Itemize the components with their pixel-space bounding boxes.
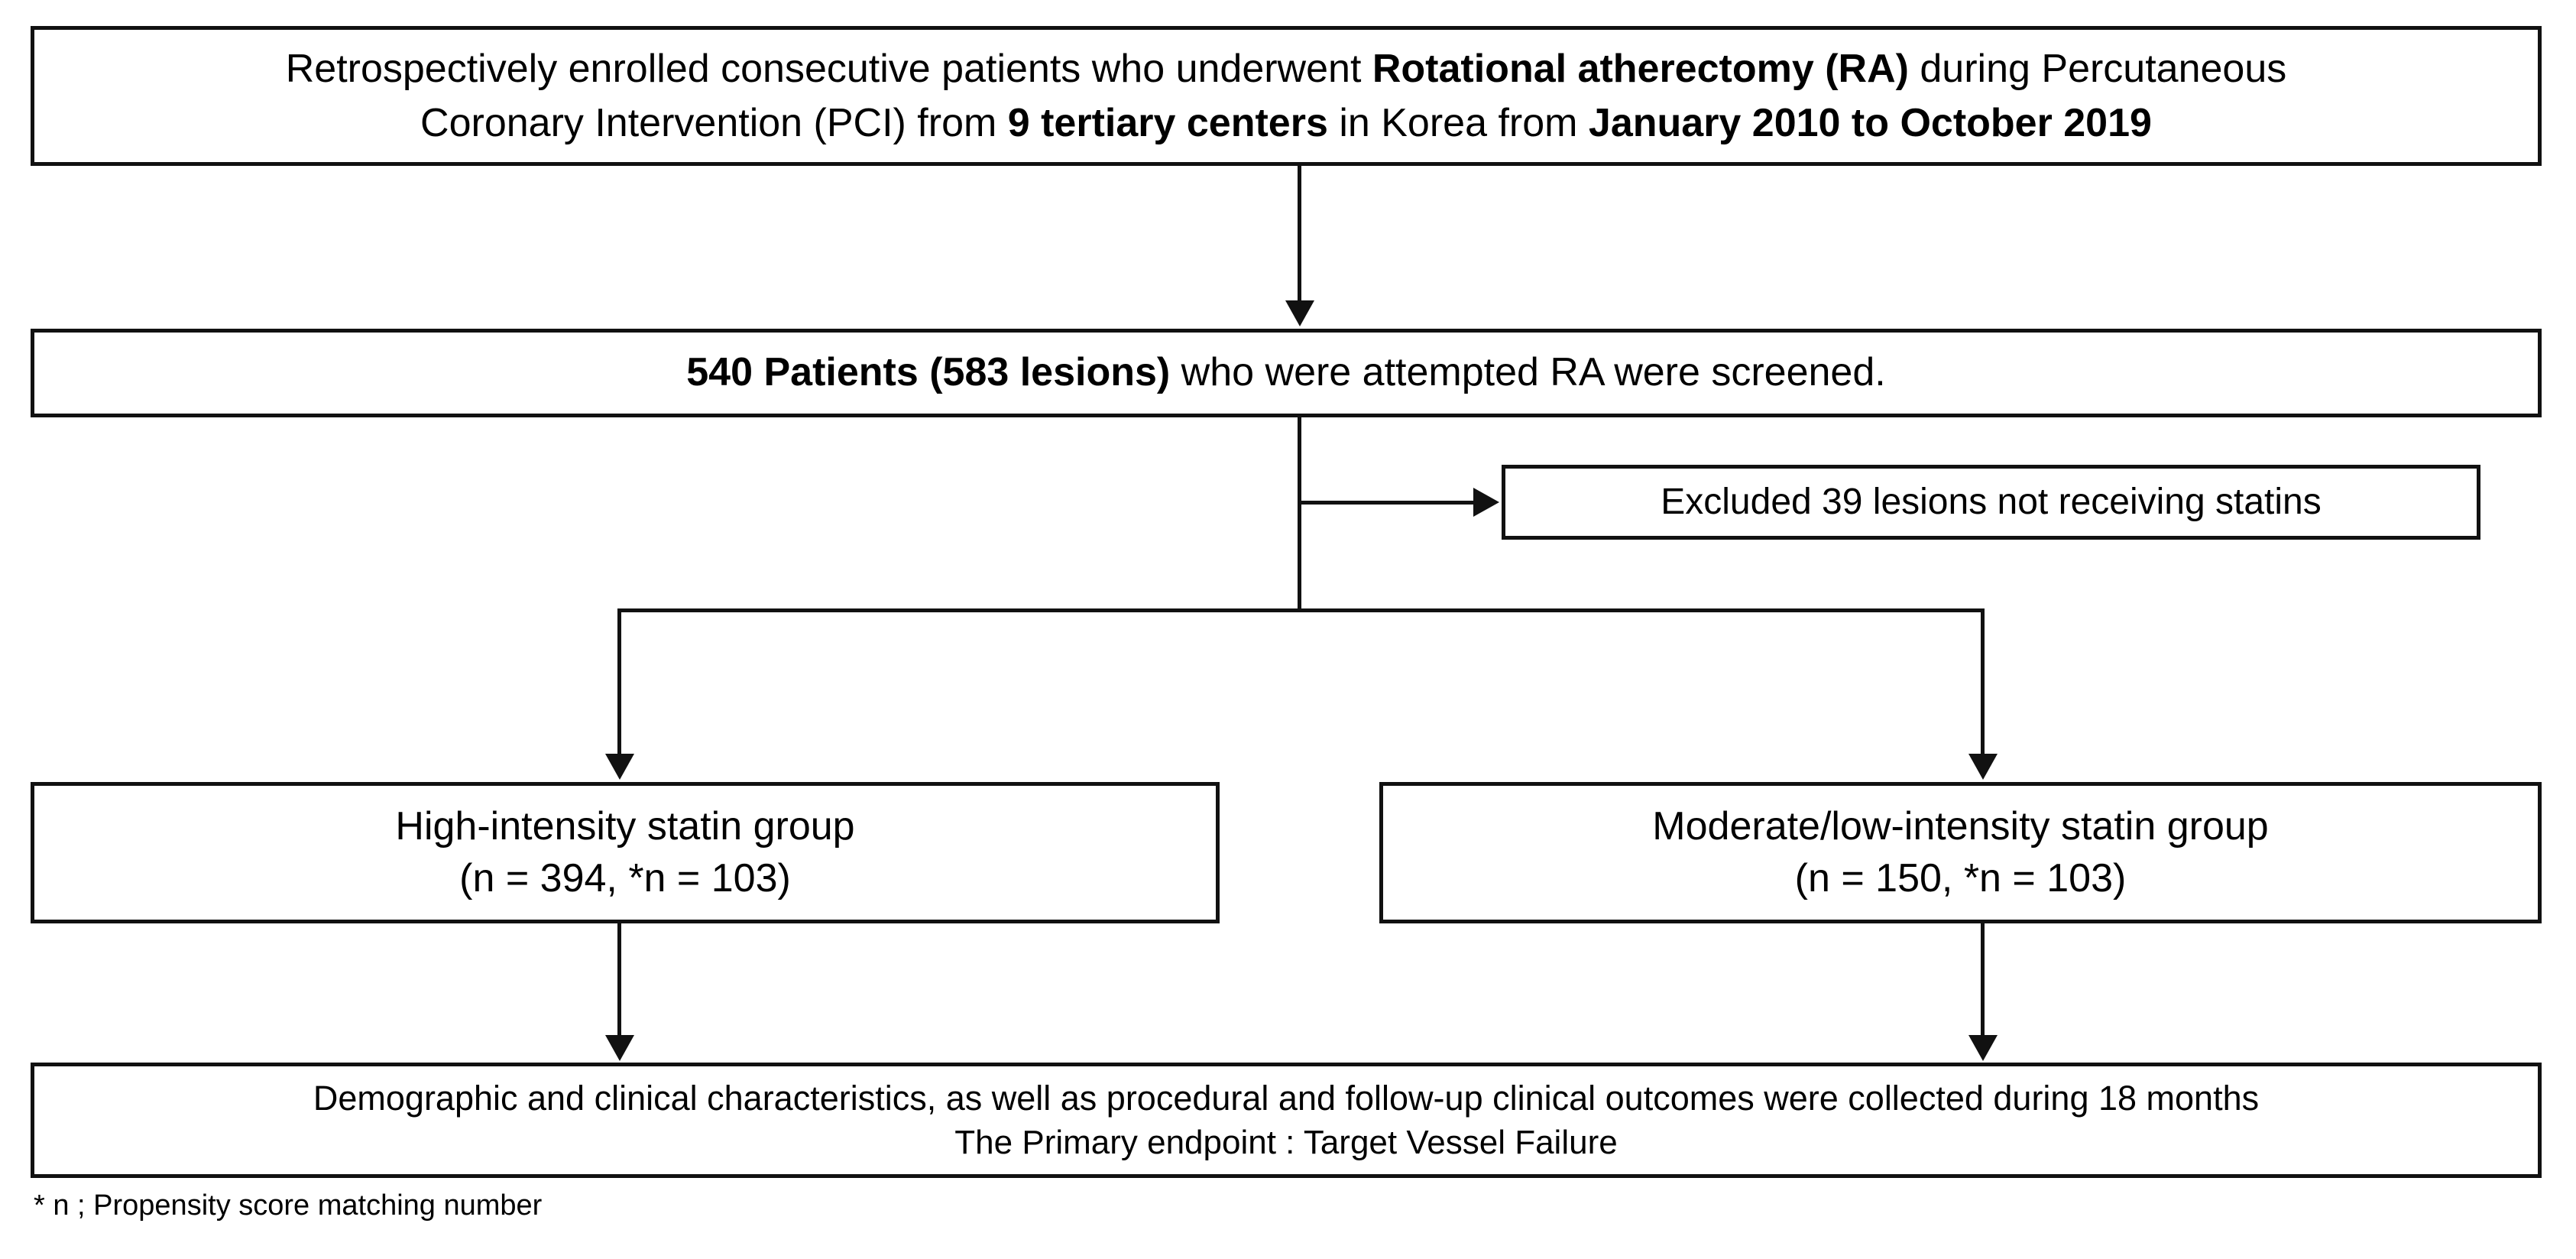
screened-line: 540 Patients (583 lesions) who were atte… <box>686 347 1885 399</box>
moderate-low-title: Moderate/low-intensity statin group <box>1652 803 2269 849</box>
moderate-low-intensity-statin-group-box: Moderate/low-intensity statin group (n =… <box>1379 782 2542 923</box>
enrollment-text-d: in Korea from <box>1327 100 1589 145</box>
enrollment-bold-tertiary-centers: 9 tertiary centers <box>1007 100 1328 145</box>
screened-bold-count: 540 Patients (583 lesions) <box>686 350 1171 395</box>
screened-box: 540 Patients (583 lesions) who were atte… <box>31 329 2542 417</box>
enrollment-box: Retrospectively enrolled consecutive pat… <box>31 26 2542 166</box>
outcomes-box: Demographic and clinical characteristics… <box>31 1063 2542 1178</box>
excluded-box: Excluded 39 lesions not receiving statin… <box>1502 465 2480 540</box>
screened-text: who were attempted RA were screened. <box>1170 350 1886 395</box>
split-to-high-intensity-line <box>617 608 621 755</box>
enrollment-text-b: during Percutaneous <box>1908 46 2287 91</box>
high-intensity-to-outcomes-line <box>617 923 621 1037</box>
moderate-low-to-outcomes-arrowhead <box>1968 1035 1998 1061</box>
split-to-moderate-low-line <box>1981 608 1985 755</box>
enrollment-bold-rotational-atherectomy: Rotational atherectomy (RA) <box>1372 46 1909 91</box>
split-to-high-intensity-arrowhead <box>605 754 634 780</box>
enrollment-to-screened-line <box>1298 166 1301 302</box>
enrollment-text-c: Coronary Intervention (PCI) from <box>420 100 1008 145</box>
high-intensity-counts: (n = 394, *n = 103) <box>459 855 791 900</box>
high-intensity-to-outcomes-arrowhead <box>605 1035 634 1061</box>
screened-to-excluded-line <box>1298 501 1477 505</box>
outcomes-line-2: The Primary endpoint : Target Vessel Fai… <box>954 1124 1618 1162</box>
enrollment-to-screened-arrowhead <box>1285 300 1314 326</box>
screened-trunk-line <box>1298 417 1301 612</box>
enrollment-text-a: Retrospectively enrolled consecutive pat… <box>285 46 1372 91</box>
moderate-low-to-outcomes-line <box>1981 923 1985 1037</box>
footnote-propensity-score: * n ; Propensity score matching number <box>34 1189 543 1222</box>
split-to-moderate-low-arrowhead <box>1968 754 1998 780</box>
high-intensity-title: High-intensity statin group <box>395 803 855 849</box>
enrollment-line-2: Coronary Intervention (PCI) from 9 terti… <box>420 96 2152 151</box>
moderate-low-counts: (n = 150, *n = 103) <box>1794 855 2127 900</box>
group-split-line <box>617 608 1985 612</box>
screened-to-excluded-arrowhead <box>1473 488 1499 517</box>
excluded-text: Excluded 39 lesions not receiving statin… <box>1661 481 2322 522</box>
high-intensity-statin-group-box: High-intensity statin group (n = 394, *n… <box>31 782 1220 923</box>
enrollment-line-1: Retrospectively enrolled consecutive pat… <box>286 42 2287 96</box>
outcomes-line-1: Demographic and clinical characteristics… <box>313 1078 2260 1118</box>
enrollment-bold-date-range: January 2010 to October 2019 <box>1588 100 2152 145</box>
